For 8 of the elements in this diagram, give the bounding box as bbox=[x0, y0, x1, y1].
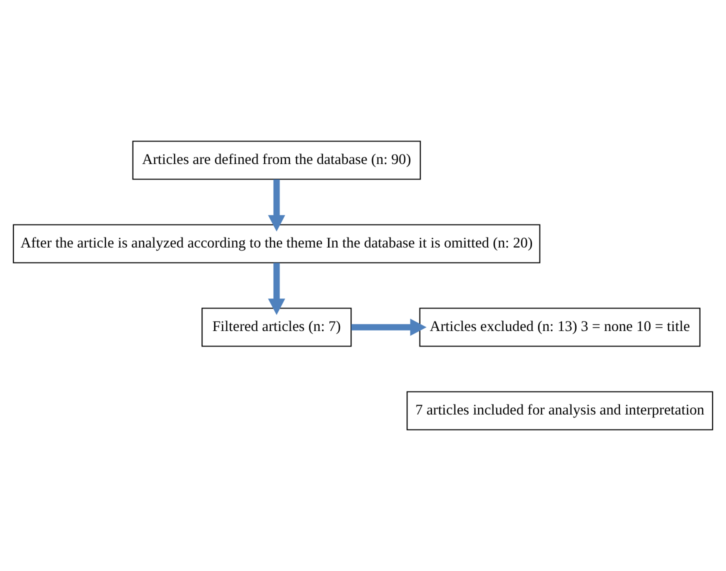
node-box: Filtered articles (n: 7) bbox=[202, 308, 352, 347]
node-box: Articles are defined from the database (n: 90) bbox=[132, 140, 421, 180]
node-box: After the article is analyzed according to the theme In the database it is omitted (n: 20) bbox=[12, 224, 540, 264]
arrow bbox=[268, 262, 286, 315]
arrow bbox=[351, 318, 427, 336]
node-box: Articles excluded (n: 13) 3 = none 10 = title bbox=[419, 308, 700, 347]
arrow bbox=[268, 179, 286, 232]
node-box: 7 articles included for analysis and interpretation bbox=[406, 391, 714, 430]
